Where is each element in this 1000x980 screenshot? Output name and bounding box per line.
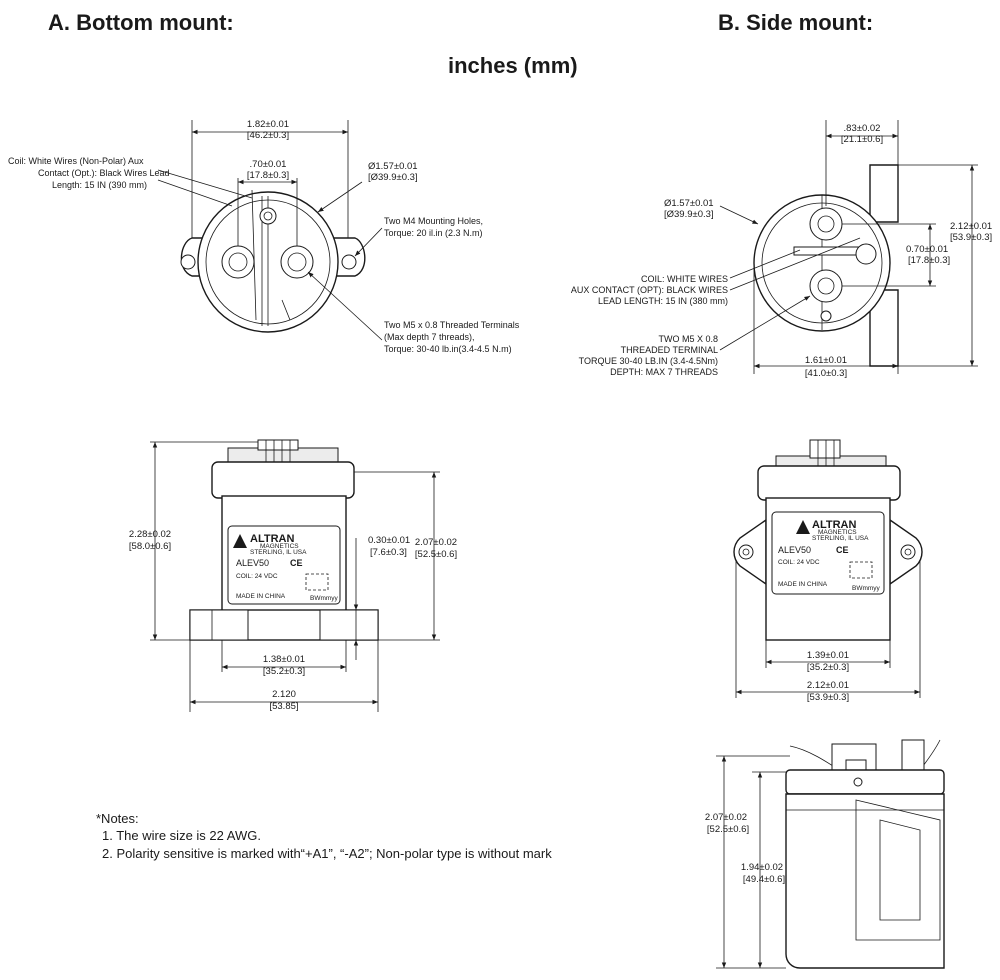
bottom-mount-heading: A. Bottom mount: [48, 10, 234, 35]
dim-terminal-spacing-mm: [17.8±0.3] [247, 170, 289, 181]
side-label-brand-sub: MAGNETICS [818, 529, 857, 536]
label-model: ALEV50 [236, 558, 269, 568]
dim-side-height-in: 2.12±0.01 [950, 221, 992, 232]
dim-side-terminal-spacing-mm: [17.8±0.3] [908, 255, 950, 266]
dim-body-height-in: 2.07±0.02 [415, 537, 457, 548]
side-label-model: ALEV50 [778, 545, 811, 555]
side-label-brand-loc: STERLING, IL USA [812, 535, 869, 542]
label-date-code: BWmmyy [310, 595, 339, 602]
altran-logo [233, 534, 247, 548]
side-label-ce: CE [836, 545, 849, 555]
dim-profile-total-height-in: 2.07±0.02 [705, 812, 747, 823]
side-terminal-note-line3: TORQUE 30-40 LB.IN (3.4-4.5Nm) [579, 356, 718, 366]
side-terminal-note-line1: TWO M5 X 0.8 [658, 334, 718, 344]
label-ce: CE [290, 558, 303, 568]
product-label: ALTRAN MAGNETICS STERLING, IL USA ALEV50… [227, 525, 341, 605]
units-heading: inches (mm) [448, 53, 578, 78]
dim-side-height-mm: [53.9±0.3] [950, 232, 992, 243]
side-mount-front-view: ALTRAN MAGNETICS STERLING, IL USA ALEV50… [733, 439, 923, 703]
dim-total-height-in: 2.28±0.02 [129, 529, 171, 540]
side-mount-top-view: .83±0.02 [21.1±0.6] Ø1.57±0.01 [Ø39.9±0.… [571, 120, 992, 379]
side-product-label: ALTRAN MAGNETICS STERLING, IL USA ALEV50… [771, 511, 885, 595]
dim-outer-width-in: 2.120 [272, 689, 296, 700]
side-label-date-code: BWmmyy [852, 585, 881, 592]
dim-side-diameter-in: Ø1.57±0.01 [664, 198, 714, 209]
dim-terminal-spacing-in: .70±0.01 [250, 159, 287, 170]
dim-side-terminal-spacing-in: 0.70±0.01 [906, 244, 948, 255]
label-brand: ALTRAN [250, 533, 294, 545]
label-coil: COIL: 24 VDC [236, 573, 278, 580]
dim-side-outer-width-in: 2.12±0.01 [807, 680, 849, 691]
dim-side-width-in: 1.61±0.01 [805, 355, 847, 366]
dim-diameter-in: Ø1.57±0.01 [368, 161, 418, 172]
dim-side-offset-in: .83±0.02 [844, 123, 881, 134]
side-mount-profile-view: 2.07±0.02 [52.5±0.6] 1.94±0.02 [49.4±0.6… [705, 739, 945, 969]
dim-outer-width-mm: [53.85] [269, 701, 298, 712]
dim-body-height-mm: [52.5±0.6] [415, 549, 457, 560]
label-brand-sub: MAGNETICS [260, 543, 299, 550]
dim-profile-body-height-in: 1.94±0.02 [741, 862, 783, 873]
coil-note-line1: Coil: White Wires (Non-Polar) Aux [8, 156, 144, 166]
altran-logo [796, 520, 810, 534]
side-terminal-note-line4: DEPTH: MAX 7 THREADS [610, 367, 718, 377]
note-item-1: 1. The wire size is 22 AWG. [102, 828, 261, 843]
dim-side-inner-width-mm: [35.2±0.3] [807, 662, 849, 673]
side-coil-note-line2: AUX CONTACT (OPT): BLACK WIRES [571, 285, 728, 295]
bottom-mount-top-view: 1.82±0.01 [46.2±0.3] .70±0.01 [17.8±0.3]… [8, 119, 520, 354]
dim-inner-width-mm: [35.2±0.3] [263, 666, 305, 677]
mounting-note-line1: Two M4 Mounting Holes, [384, 216, 483, 226]
notes-title: *Notes: [96, 811, 139, 826]
mounting-note-line2: Torque: 20 il.in (2.3 N.m) [384, 228, 483, 238]
note-item-2: 2. Polarity sensitive is marked with“+A1… [102, 846, 552, 861]
dim-side-offset-mm: [21.1±0.6] [841, 134, 883, 145]
bottom-mount-front-view: ALTRAN MAGNETICS STERLING, IL USA ALEV50… [129, 439, 457, 712]
dim-side-outer-width-mm: [53.9±0.3] [807, 692, 849, 703]
coil-note-line3: Length: 15 IN (390 mm) [52, 180, 147, 190]
dim-width-in: 1.82±0.01 [247, 119, 289, 130]
dim-flange-mm: [7.6±0.3] [370, 547, 407, 558]
side-label-made-in: MADE IN CHINA [778, 581, 828, 588]
label-brand-loc: STERLING, IL USA [250, 549, 307, 556]
dim-side-inner-width-in: 1.39±0.01 [807, 650, 849, 661]
dim-profile-total-height-mm: [52.5±0.6] [707, 824, 749, 835]
dim-side-diameter-mm: [Ø39.9±0.3] [664, 209, 714, 220]
coil-note-line2: Contact (Opt.): Black Wires Lead [38, 168, 170, 178]
terminal-note-line2: (Max depth 7 threads), [384, 332, 475, 342]
dim-inner-width-in: 1.38±0.01 [263, 654, 305, 665]
notes-block: *Notes: 1. The wire size is 22 AWG. 2. P… [96, 811, 552, 861]
terminal-note-line1: Two M5 x 0.8 Threaded Terminals [384, 320, 520, 330]
dim-total-height-mm: [58.0±0.6] [129, 541, 171, 552]
dim-flange-in: 0.30±0.01 [368, 535, 410, 546]
dim-side-width-mm: [41.0±0.3] [805, 368, 847, 379]
side-terminal-note-line2: THREADED TERMINAL [621, 345, 718, 355]
label-made-in: MADE IN CHINA [236, 593, 286, 600]
side-coil-note-line3: LEAD LENGTH: 15 IN (380 mm) [598, 296, 728, 306]
side-label-coil: COIL: 24 VDC [778, 559, 820, 566]
dim-profile-body-height-mm: [49.4±0.6] [743, 874, 785, 885]
side-coil-note-line1: COIL: WHITE WIRES [641, 274, 728, 284]
side-mount-heading: B. Side mount: [718, 10, 873, 35]
dim-width-mm: [46.2±0.3] [247, 130, 289, 141]
terminal-note-line3: Torque: 30-40 lb.in(3.4-4.5 N.m) [384, 344, 512, 354]
dim-diameter-mm: [Ø39.9±0.3] [368, 172, 418, 183]
side-label-brand: ALTRAN [812, 519, 856, 531]
